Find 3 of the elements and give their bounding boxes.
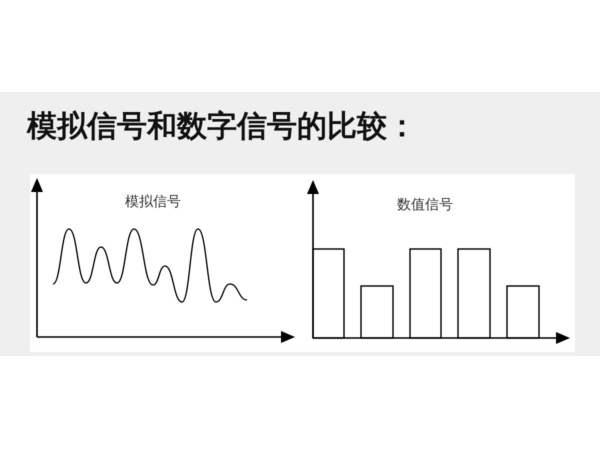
chart-label: 数值信号 — [397, 196, 453, 214]
chart-label: 模拟信号 — [125, 193, 181, 211]
slide-title: 模拟信号和数字信号的比较： — [27, 108, 417, 146]
